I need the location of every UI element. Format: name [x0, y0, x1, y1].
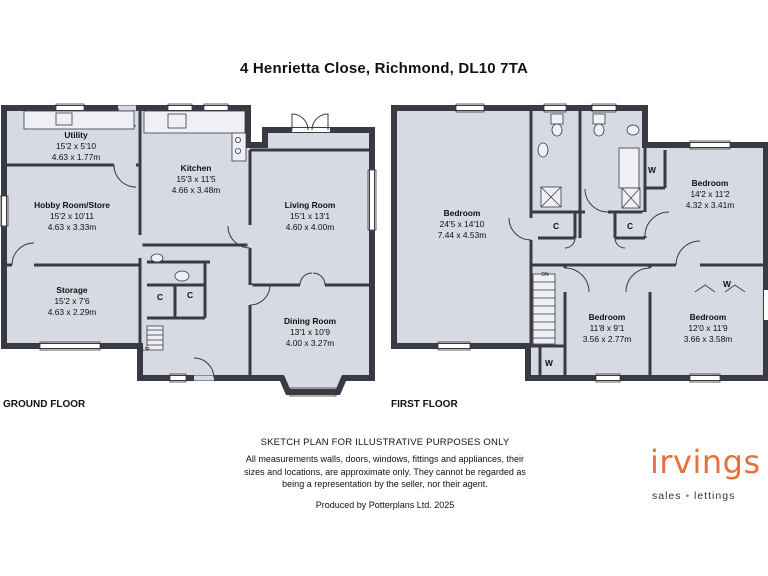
disclaimer-heading: SKETCH PLAN FOR ILLUSTRATIVE PURPOSES ON… — [260, 437, 510, 448]
living-metric: 4.60 x 4.00m — [286, 222, 334, 232]
hobby-imperial: 15'2 x 10'11 — [50, 211, 94, 221]
bedroom-low-name: Bedroom — [690, 312, 727, 322]
utility-metric: 4.63 x 1.77m — [52, 152, 100, 162]
first-floor-area — [394, 108, 766, 378]
first-fittings — [532, 113, 641, 345]
brand-logo: irvings — [650, 443, 761, 481]
cupboard-marker: C — [627, 221, 633, 231]
tagline-sales: sales — [652, 490, 682, 502]
wardrobe-marker: W — [545, 358, 553, 368]
tagline-lettings: lettings — [694, 490, 736, 502]
first-door-gaps — [528, 209, 700, 292]
plan-title: 4 Henrietta Close, Richmond, DL10 7TA — [239, 60, 528, 77]
ground-floor-label: GROUND FLOOR — [3, 399, 86, 410]
utility-name: Utility — [64, 130, 88, 140]
disclaimer-text: All measurements walls, doors, windows, … — [225, 453, 545, 491]
bedroom-mid-name: Bedroom — [589, 312, 626, 322]
first-windows — [438, 106, 768, 380]
living-french-doors — [291, 113, 329, 131]
dining-imperial: 13'1 x 10'9 — [290, 327, 330, 337]
storage-imperial: 15'2 x 7'6 — [54, 296, 90, 306]
bedroom-low-metric: 3.66 x 3.58m — [684, 334, 732, 344]
disclaimer-line: being a representation by the seller, no… — [282, 479, 488, 489]
bedroom-main-name: Bedroom — [444, 208, 481, 218]
first-floor-label: FIRST FLOOR — [391, 399, 458, 410]
utility-imperial: 15'2 x 5'10 — [56, 141, 96, 151]
wardrobe-doors — [694, 284, 746, 293]
bedroom-low-imperial: 12'0 x 11'9 — [688, 323, 728, 333]
kitchen-metric: 4.66 x 3.48m — [172, 185, 220, 195]
brand-tagline: sales • lettings — [652, 490, 735, 502]
bedroom-right-imperial: 14'2 x 11'2 — [690, 189, 730, 199]
bedroom-main-metric: 7.44 x 4.53m — [438, 230, 486, 240]
ground-floor-plan — [0, 103, 377, 397]
hobby-name: Hobby Room/Store — [34, 200, 110, 210]
dining-metric: 4.00 x 3.27m — [286, 338, 334, 348]
ground-door-gaps — [12, 105, 325, 381]
dining-name: Dining Room — [284, 316, 336, 326]
living-name: Living Room — [285, 200, 336, 210]
ground-fittings — [23, 110, 247, 351]
bedroom-main-imperial: 24'5 x 14'10 — [440, 219, 485, 229]
first-floor-plan — [391, 103, 768, 383]
cupboard-marker: C — [187, 290, 193, 300]
storage-name: Storage — [56, 285, 88, 295]
stairs-up-marker: UP — [142, 347, 150, 353]
wardrobe-marker: W — [648, 165, 656, 175]
bedroom-right-name: Bedroom — [692, 178, 729, 188]
kitchen-name: Kitchen — [181, 163, 212, 173]
living-imperial: 15'1 x 13'1 — [290, 211, 330, 221]
room-labels: Utility 15'2 x 5'10 4.63 x 1.77m Kitchen… — [34, 130, 734, 368]
stairs-down-marker: DN — [541, 272, 549, 278]
wardrobe-marker: W — [723, 279, 731, 289]
bullet-icon: • — [685, 490, 691, 502]
kitchen-imperial: 15'3 x 11'5 — [176, 174, 216, 184]
bay-window — [279, 376, 347, 395]
bedroom-mid-imperial: 11'8 x 9'1 — [590, 323, 625, 333]
cupboard-marker: C — [157, 292, 163, 302]
bedroom-right-metric: 4.32 x 3.41m — [686, 200, 734, 210]
ground-floor-area — [4, 108, 372, 392]
hobby-metric: 4.63 x 3.33m — [48, 222, 96, 232]
first-door-swings — [508, 188, 701, 293]
produced-by: Produced by Potterplans Ltd. 2025 — [315, 500, 455, 510]
storage-metric: 4.63 x 2.29m — [48, 307, 96, 317]
bedroom-mid-metric: 3.56 x 2.77m — [583, 334, 631, 344]
staircase — [533, 281, 555, 339]
first-window-frames — [437, 103, 731, 383]
disclaimer-line: sizes and locations, are approximate onl… — [244, 466, 526, 477]
disclaimer-line: All measurements walls, doors, windows, … — [245, 454, 525, 464]
cupboard-marker: C — [553, 221, 559, 231]
